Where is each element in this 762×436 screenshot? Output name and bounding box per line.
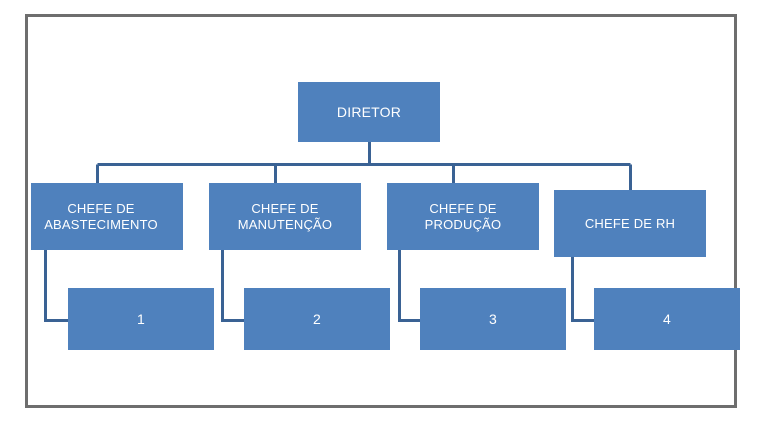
node-chefe-rh-label: CHEFE DE RH [584, 215, 676, 231]
node-sub-1[interactable]: 1 [68, 288, 214, 350]
node-sub-2-label: 2 [313, 310, 321, 327]
node-sub-1-label: 1 [137, 310, 145, 327]
node-sub-3-label: 3 [489, 310, 497, 327]
edge-rh-sub4 [571, 257, 594, 322]
node-chefe-producao[interactable]: CHEFE DE PRODUÇÃO [387, 183, 539, 250]
edge-producao-sub3 [398, 250, 420, 322]
node-diretor-label: DIRETOR [336, 103, 402, 120]
node-sub-3[interactable]: 3 [420, 288, 566, 350]
node-sub-4-label: 4 [663, 310, 671, 327]
node-chefe-manutencao[interactable]: CHEFE DE MANUTENÇÃO [209, 183, 361, 250]
node-diretor[interactable]: DIRETOR [298, 82, 440, 142]
node-chefe-abastecimento[interactable]: CHEFE DE ABASTECIMENTO [31, 183, 183, 250]
edge-abastecimento-sub1 [44, 250, 68, 322]
node-chefe-manutencao-label: CHEFE DE MANUTENÇÃO [237, 201, 333, 232]
node-sub-2[interactable]: 2 [244, 288, 390, 350]
node-chefe-producao-label: CHEFE DE PRODUÇÃO [424, 201, 502, 232]
edge-manutencao-sub2 [221, 250, 244, 322]
node-chefe-abastecimento-label: CHEFE DE ABASTECIMENTO [44, 201, 158, 232]
node-sub-4[interactable]: 4 [594, 288, 740, 350]
node-chefe-rh[interactable]: CHEFE DE RH [554, 190, 706, 257]
